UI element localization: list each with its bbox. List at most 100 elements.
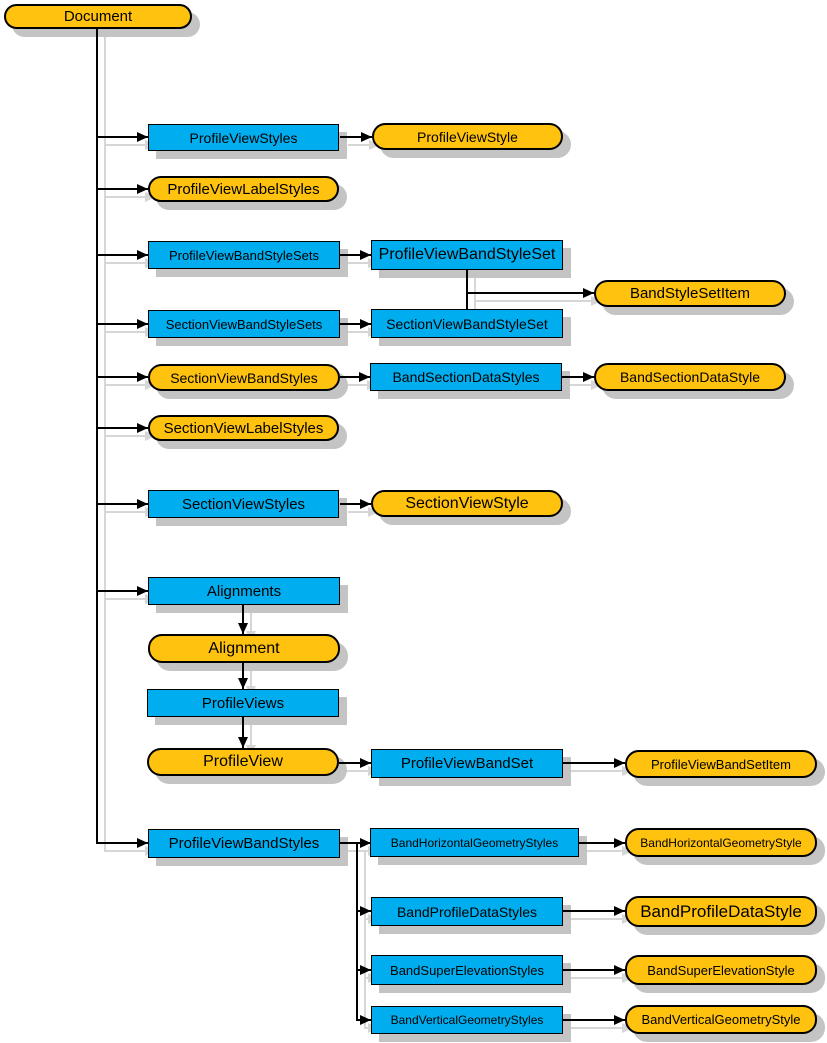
connector-line	[340, 254, 371, 256]
connector-line-shadow	[347, 770, 379, 772]
connector-line	[96, 503, 148, 505]
arrowhead-right-icon	[137, 499, 148, 509]
connector-line	[96, 427, 148, 429]
node-band-section-data-styles: BandSectionDataStyles	[370, 363, 562, 391]
node-profile-view-band-styles: ProfileViewBandStyles	[148, 829, 340, 858]
connector-line-shadow	[571, 977, 633, 979]
node-section-view-style: SectionViewStyle	[371, 490, 563, 517]
arrowhead-right-icon	[137, 586, 148, 596]
connector-line-shadow	[348, 384, 378, 386]
node-band-style-set-item: BandStyleSetItem	[594, 280, 786, 307]
connector-line	[96, 590, 148, 592]
node-document: Document	[4, 4, 192, 29]
connector-line	[242, 717, 244, 748]
connector-line-shadow	[104, 435, 156, 437]
node-profile-view-style: ProfileViewStyle	[372, 123, 563, 150]
arrowhead-right-icon	[359, 372, 370, 382]
arrowhead-right-icon	[614, 965, 625, 975]
arrowhead-right-icon	[360, 319, 371, 329]
node-band-vertical-geometry-styles: BandVerticalGeometryStyles	[371, 1006, 563, 1034]
connector-line	[340, 376, 370, 378]
connector-line	[96, 376, 148, 378]
arrowhead-right-icon	[137, 319, 148, 329]
connector-line-shadow	[104, 144, 156, 146]
connector-line-shadow	[571, 1027, 633, 1029]
connector-line-shadow	[348, 144, 380, 146]
node-profile-views: ProfileViews	[147, 689, 339, 717]
node-section-view-styles: SectionViewStyles	[148, 490, 339, 518]
arrowhead-right-icon	[360, 965, 371, 975]
connector-line-shadow	[475, 300, 602, 302]
connector-line-shadow	[348, 262, 379, 264]
connector-line	[339, 762, 371, 764]
connector-line-shadow	[104, 37, 106, 852]
connector-line-shadow	[587, 850, 633, 852]
node-band-profile-data-style: BandProfileDataStyle	[625, 896, 817, 927]
node-profile-view: ProfileView	[147, 748, 339, 776]
connector-line-shadow	[250, 725, 252, 756]
connector-line-shadow	[571, 918, 633, 920]
node-profile-view-band-set-item: ProfileViewBandSetItem	[625, 750, 817, 778]
arrowhead-down-icon	[238, 678, 248, 689]
arrowhead-right-icon	[583, 372, 594, 382]
arrowhead-right-icon	[614, 838, 625, 848]
connector-line	[563, 969, 625, 971]
connector-line	[340, 503, 371, 505]
connector-line-shadow	[104, 598, 156, 600]
node-profile-view-band-set: ProfileViewBandSet	[371, 749, 563, 778]
node-band-horizontal-geometry-styles: BandHorizontalGeometryStyles	[370, 828, 579, 857]
node-band-super-elevation-styles: BandSuperElevationStyles	[371, 955, 563, 985]
connector-line	[467, 292, 594, 294]
node-section-view-label-styles: SectionViewLabelStyles	[148, 415, 339, 441]
connector-line	[340, 842, 371, 844]
node-profile-view-band-style-sets: ProfileViewBandStyleSets	[148, 241, 340, 269]
arrowhead-right-icon	[614, 758, 625, 768]
connector-line-shadow	[364, 851, 366, 1029]
node-section-view-band-style-sets: SectionViewBandStyleSets	[148, 310, 340, 338]
node-band-profile-data-styles: BandProfileDataStyles	[371, 897, 563, 926]
connector-line-shadow	[348, 331, 379, 333]
connector-line	[579, 842, 625, 844]
connector-line	[242, 605, 244, 634]
node-profile-view-styles: ProfileViewStyles	[148, 124, 339, 151]
node-band-super-elevation-style: BandSuperElevationStyle	[625, 955, 817, 985]
connector-line	[340, 136, 372, 138]
node-alignments: Alignments	[148, 577, 340, 605]
connector-line	[562, 376, 594, 378]
arrowhead-right-icon	[583, 288, 594, 298]
arrowhead-down-icon	[238, 737, 248, 748]
arrowhead-right-icon	[360, 906, 371, 916]
arrowhead-right-icon	[137, 250, 148, 260]
node-band-section-data-style: BandSectionDataStyle	[594, 363, 786, 391]
connector-line	[96, 188, 148, 190]
connector-line-shadow	[348, 511, 379, 513]
node-alignment: Alignment	[148, 634, 340, 663]
connector-line	[242, 663, 244, 689]
arrowhead-right-icon	[614, 1015, 625, 1025]
node-profile-view-band-style-set: ProfileViewBandStyleSet	[371, 240, 563, 270]
connector-line	[563, 1019, 625, 1021]
node-section-view-band-styles: SectionViewBandStyles	[148, 364, 340, 391]
connector-line-shadow	[348, 850, 379, 852]
connector-line	[356, 843, 358, 1021]
connector-line-shadow	[104, 850, 156, 852]
node-band-horizontal-geometry-style: BandHorizontalGeometryStyle	[625, 828, 817, 857]
connector-line-shadow	[250, 671, 252, 697]
connector-line	[466, 270, 468, 310]
connector-line-shadow	[104, 511, 156, 513]
arrowhead-right-icon	[137, 372, 148, 382]
connector-line	[96, 323, 148, 325]
arrowhead-right-icon	[360, 250, 371, 260]
connector-line	[563, 762, 625, 764]
arrowhead-right-icon	[360, 499, 371, 509]
connector-line	[96, 136, 148, 138]
arrowhead-right-icon	[137, 132, 148, 142]
node-band-vertical-geometry-style: BandVerticalGeometryStyle	[625, 1005, 817, 1034]
connector-line-shadow	[570, 384, 602, 386]
connector-line	[96, 29, 98, 844]
connector-line-shadow	[250, 613, 252, 642]
arrowhead-right-icon	[137, 838, 148, 848]
arrowhead-right-icon	[137, 423, 148, 433]
connector-line-shadow	[104, 331, 156, 333]
